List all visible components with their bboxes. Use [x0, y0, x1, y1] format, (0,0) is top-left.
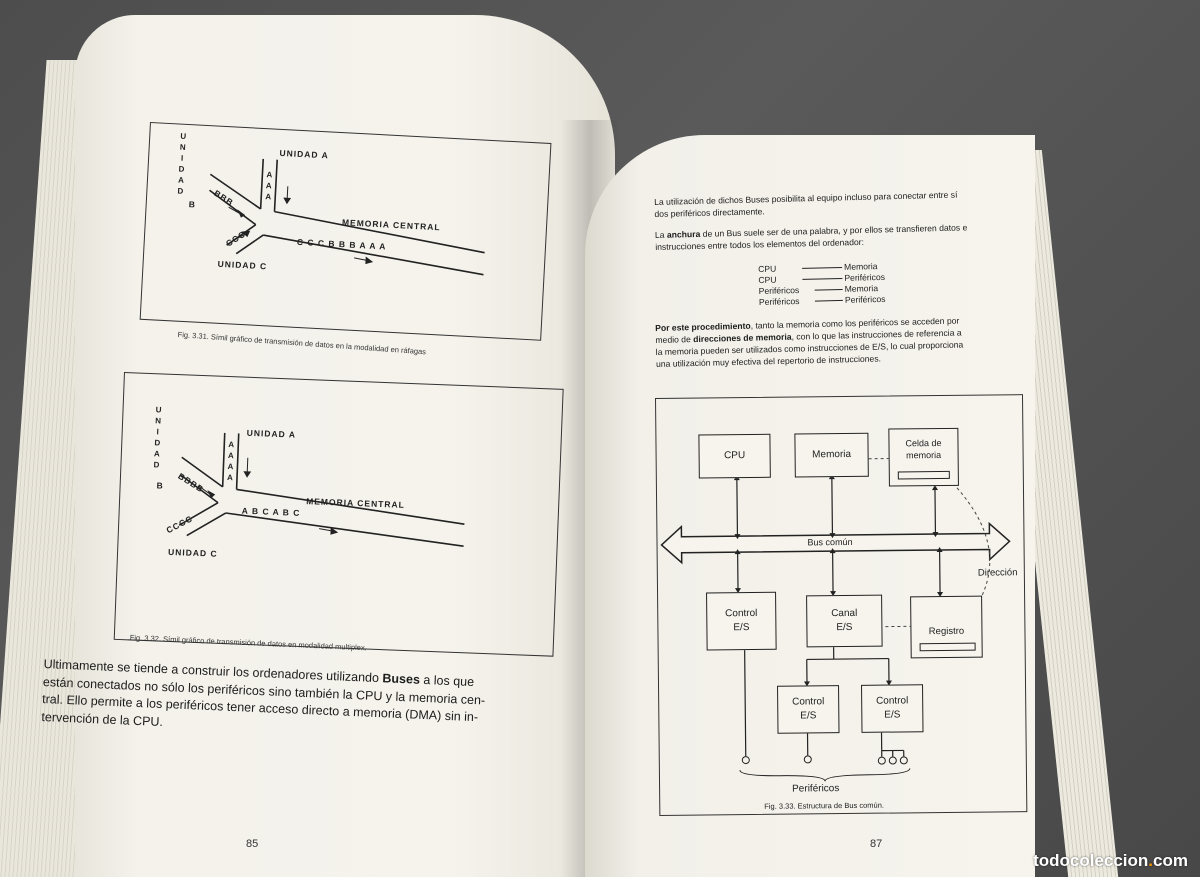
watermark-logo: todocoleccion.com [1033, 851, 1188, 870]
celda-memoria-box: Celda de memoria [888, 427, 959, 487]
celda-register-bar [897, 470, 950, 480]
transfer-list: CPU Memoria CPU Periféricos Periféricos … [758, 261, 889, 308]
left-page-number: 85 [246, 838, 259, 850]
cpu-box: CPU [698, 433, 771, 479]
figure-3-31-frame: U N I D A D UNIDAD A A A A B BBB MEMORIA… [139, 122, 552, 341]
memoria-box: Memoria [794, 432, 869, 478]
left-page [75, 15, 615, 877]
right-page-number: 87 [870, 838, 883, 850]
registro-box: Registro [910, 595, 983, 659]
bus-label: Bus común [807, 536, 853, 548]
figure-3-31-lines [209, 158, 485, 276]
fig2-aaaa: A A A A [226, 440, 235, 483]
figure-3-33-connectors [660, 458, 1011, 782]
right-page [585, 135, 1035, 877]
fig2-b: B [156, 480, 165, 491]
direccion-label: Dirección [977, 567, 1018, 579]
fig2-unidad-a: UNIDAD A [246, 427, 297, 440]
right-intro-paragraph: La utilización de dichos Buses posibilit… [654, 187, 1015, 253]
right-procedure-paragraph: Por este procedimiento, tanto la memoria… [655, 313, 1016, 370]
fig1-b: B [188, 199, 197, 210]
figure-3-32-frame: U N I D A D UNIDAD A A A A A B BBBB MEMO… [113, 372, 564, 657]
figure-3-33-caption: Fig. 3.33. Estructura de Bus común. [764, 800, 884, 811]
figure-3-32-lines [178, 432, 465, 547]
perifericos-label: Periféricos [792, 783, 840, 795]
fig2-unidad-c: UNIDAD C [167, 546, 218, 559]
figure-3-33-frame: CPU Memoria Celda de memoria Bus común D… [655, 394, 1028, 816]
registro-bar [919, 642, 976, 652]
fig1-aaa: A A A [265, 170, 273, 202]
